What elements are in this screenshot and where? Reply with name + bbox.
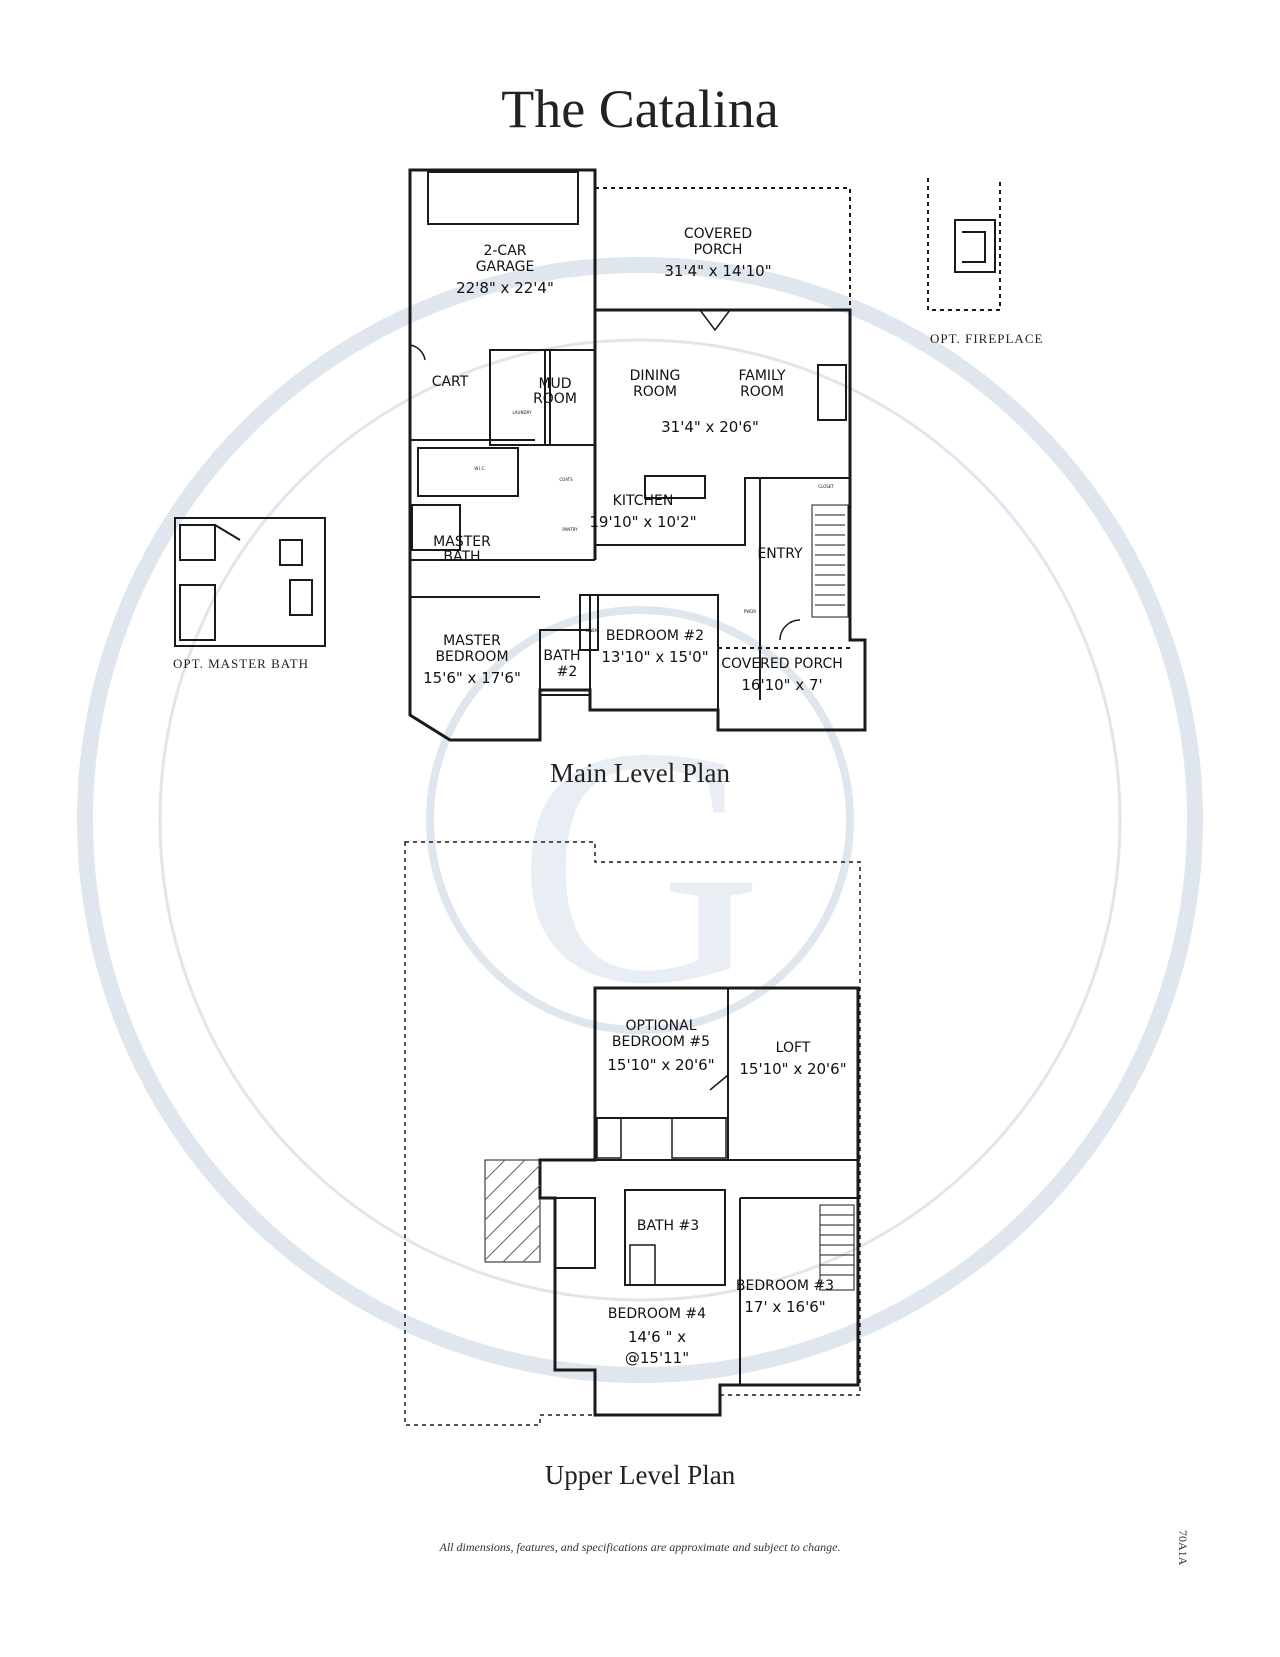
bath2-label-2: #2: [557, 664, 578, 680]
opt-master-bath-detail: [174, 517, 326, 647]
upper-level-plan: [404, 841, 861, 1426]
dining-family-dim: 31'4" x 20'6": [661, 418, 759, 436]
powder-label: PWDR: [744, 609, 756, 614]
upper-hatch: [484, 1159, 541, 1263]
master-bath-label-2: BATH: [443, 549, 480, 565]
main-level-plan: [408, 168, 867, 742]
master-bed-label-2: BEDROOM: [435, 649, 508, 665]
dining-label-2: ROOM: [633, 384, 677, 400]
bed4-label: BEDROOM #4: [608, 1306, 706, 1322]
master-bed-dim: 15'6" x 17'6": [423, 669, 521, 687]
coats-label: COATS: [559, 477, 573, 482]
master-bath-label-1: MASTER: [433, 534, 491, 550]
disclaimer: All dimensions, features, and specificat…: [439, 1540, 841, 1554]
upper-level-labels: OPTIONAL BEDROOM #5 15'10" x 20'6" LOFT …: [607, 1018, 846, 1367]
front-porch-dim: 16'10" x 7': [741, 676, 822, 694]
bed2-dim: 13'10" x 15'0": [601, 648, 708, 666]
garage-label-2: GARAGE: [476, 259, 535, 275]
family-label-1: FAMILY: [738, 368, 785, 384]
bath3-label: BATH #3: [637, 1218, 699, 1234]
pantry-label: PANTRY: [562, 527, 578, 532]
kitchen-dim: 19'10" x 10'2": [589, 513, 696, 531]
mud-label-2: ROOM: [533, 391, 577, 407]
entry-label: ENTRY: [757, 546, 803, 562]
svg-text:G: G: [517, 677, 763, 1054]
porch-dim: 31'4" x 14'10": [664, 262, 771, 280]
master-bed-label-1: MASTER: [443, 633, 501, 649]
garage-dim: 22'8" x 22'4": [456, 279, 554, 297]
wic-label: W.I.C.: [474, 466, 485, 471]
bed5-label-1: OPTIONAL: [625, 1018, 696, 1034]
main-level-label: Main Level Plan: [550, 758, 730, 788]
opt-master-bath-label: OPT. MASTER BATH: [173, 656, 309, 671]
watermark-logo: G: [77, 257, 1203, 1383]
bed4-dim-1: 14'6 " x: [628, 1328, 686, 1346]
plan-code: 70A1A: [1176, 1530, 1190, 1566]
page-title: The Catalina: [501, 79, 779, 139]
dining-label-1: DINING: [630, 368, 681, 384]
bed2-label: BEDROOM #2: [606, 628, 704, 644]
loft-dim: 15'10" x 20'6": [739, 1060, 846, 1078]
porch-label-1: COVERED: [684, 226, 752, 242]
bed5-dim: 15'10" x 20'6": [607, 1056, 714, 1074]
family-label-2: ROOM: [740, 384, 784, 400]
garage-label-1: 2-CAR: [483, 243, 526, 259]
kitchen-label: KITCHEN: [613, 493, 674, 509]
closet-label: CLOSET: [818, 484, 834, 489]
bed3-dim: 17' x 16'6": [744, 1298, 825, 1316]
mud-label-1: MUD: [538, 376, 571, 392]
front-porch-label: COVERED PORCH: [721, 656, 843, 672]
main-level-labels: 2-CAR GARAGE 22'8" x 22'4" COVERED PORCH…: [423, 226, 843, 694]
linen-label: LINEN: [586, 628, 598, 633]
laundry-label: LAUNDRY: [512, 410, 532, 415]
bed5-label-2: BEDROOM #5: [612, 1034, 710, 1050]
opt-fireplace-detail: [927, 178, 1001, 311]
bed3-label: BEDROOM #3: [736, 1278, 834, 1294]
loft-label: LOFT: [776, 1040, 811, 1056]
cart-label: CART: [432, 374, 469, 390]
opt-fireplace-label: OPT. FIREPLACE: [930, 331, 1043, 346]
bed4-dim-2: @15'11": [625, 1349, 689, 1367]
upper-level-label: Upper Level Plan: [544, 1460, 736, 1490]
porch-label-2: PORCH: [694, 242, 743, 258]
bath2-label-1: BATH: [543, 648, 580, 664]
